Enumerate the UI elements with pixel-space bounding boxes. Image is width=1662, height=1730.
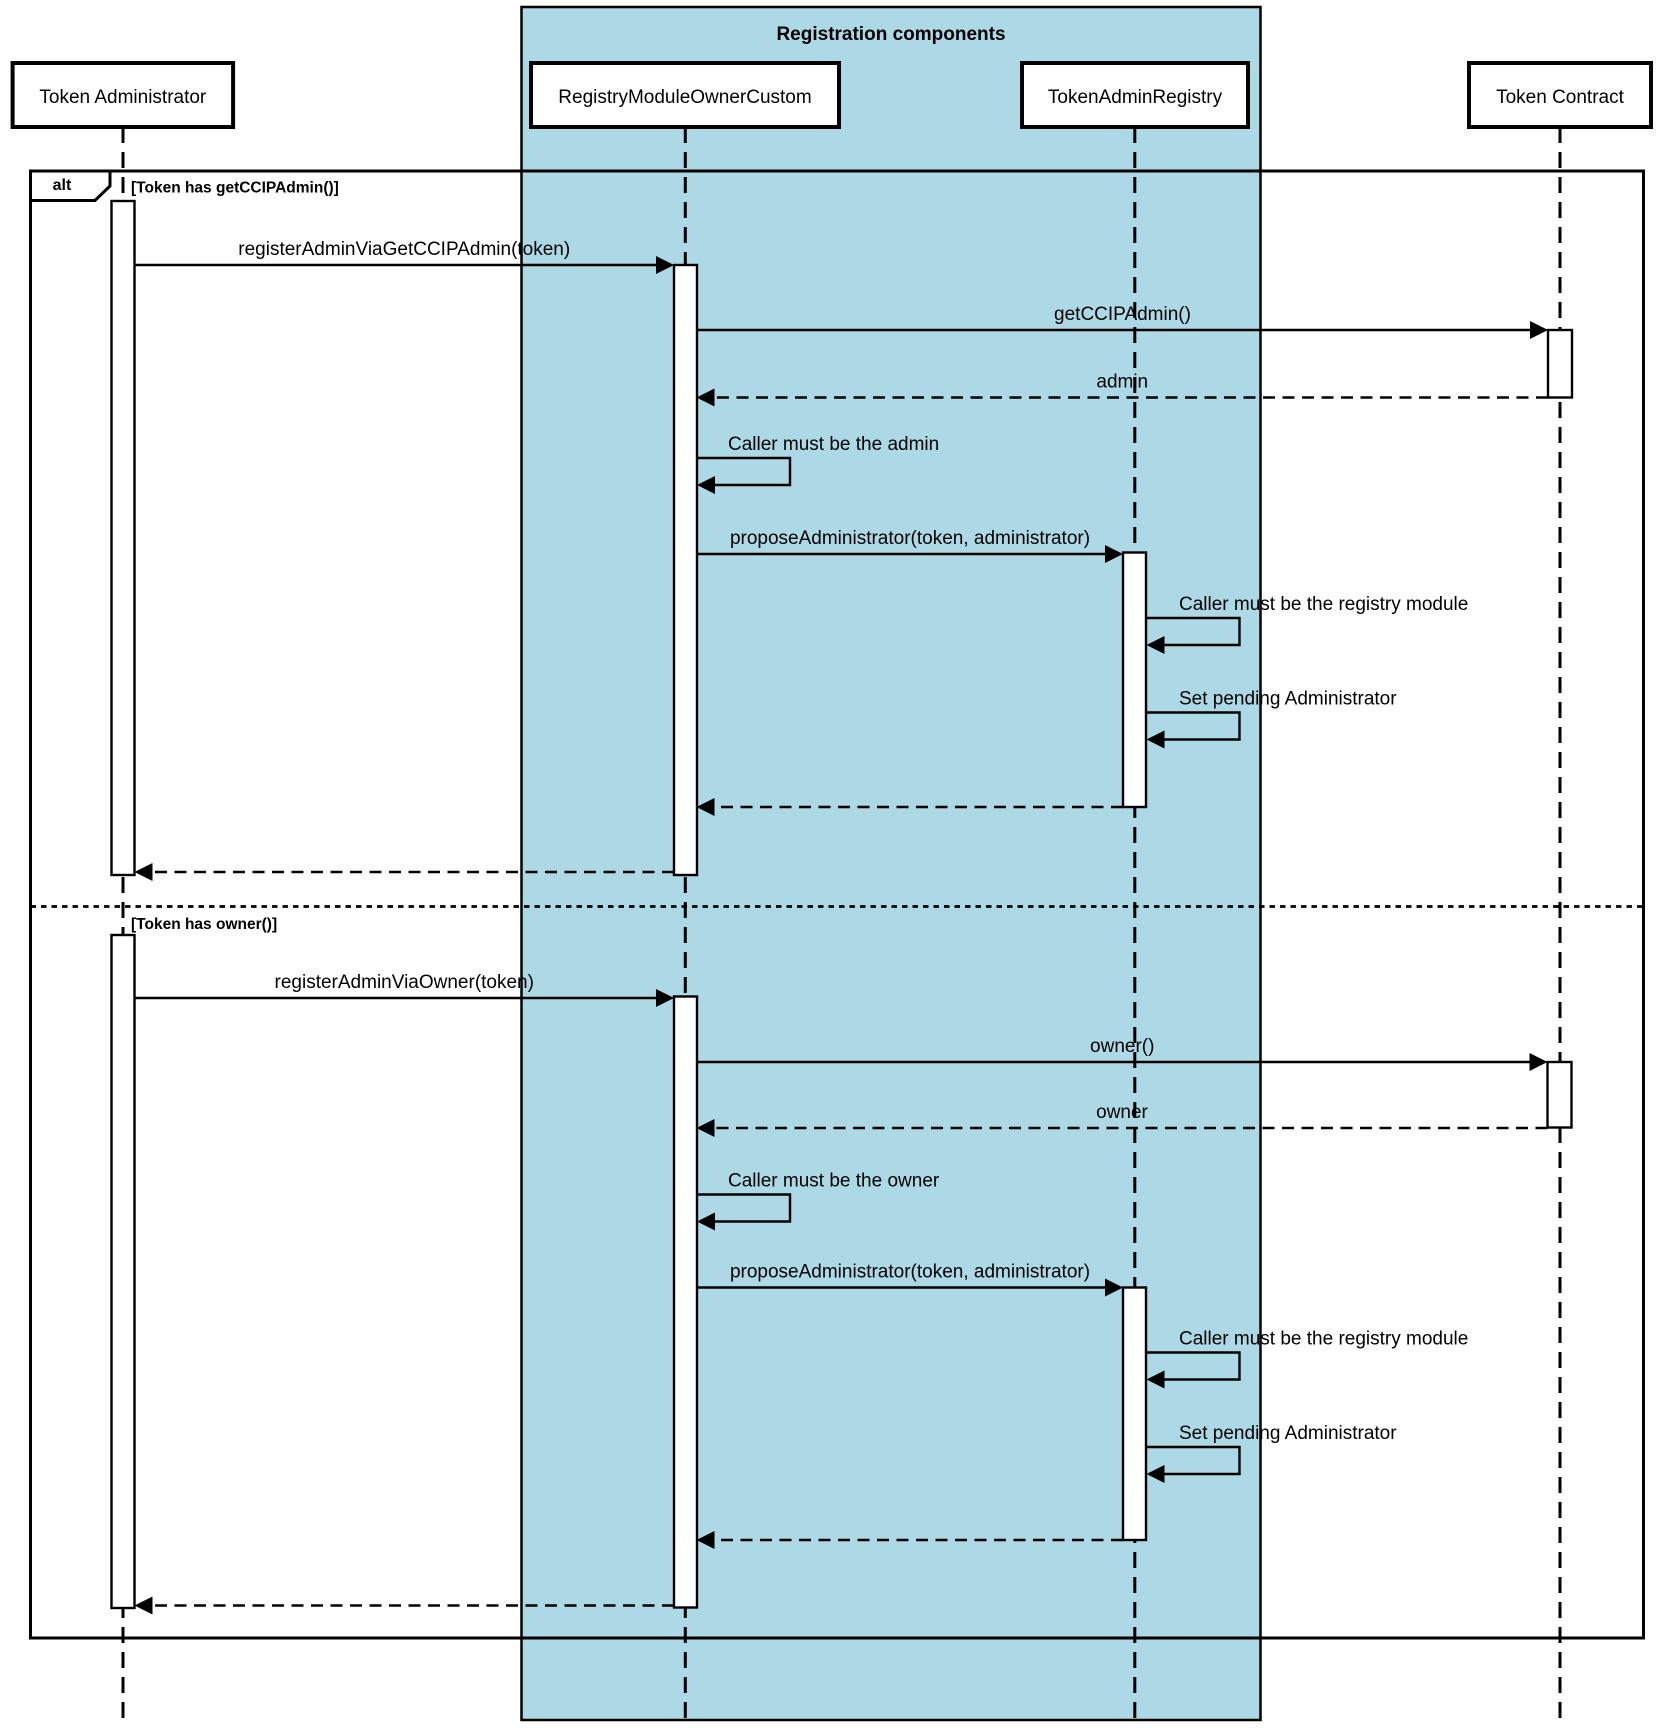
svg-text:Set pending Administrator: Set pending Administrator: [1179, 1423, 1397, 1444]
svg-text:Caller must be the admin: Caller must be the admin: [728, 434, 939, 455]
svg-text:owner: owner: [1096, 1102, 1148, 1123]
svg-text:owner(): owner(): [1090, 1036, 1154, 1057]
svg-text:Caller must be the owner: Caller must be the owner: [728, 1171, 940, 1192]
svg-text:[Token has owner()]: [Token has owner()]: [131, 916, 277, 933]
svg-text:proposeAdministrator(token, ad: proposeAdministrator(token, administrato…: [730, 1262, 1090, 1283]
svg-text:Registration components: Registration components: [776, 24, 1005, 45]
svg-text:Caller must be the registry mo: Caller must be the registry module: [1179, 1329, 1468, 1350]
svg-text:Caller must be the registry mo: Caller must be the registry module: [1179, 594, 1468, 615]
svg-text:Token Contract: Token Contract: [1496, 87, 1625, 108]
svg-text:alt: alt: [53, 177, 72, 194]
svg-text:admin: admin: [1096, 372, 1148, 393]
svg-text:TokenAdminRegistry: TokenAdminRegistry: [1048, 87, 1223, 108]
svg-text:getCCIPAdmin(): getCCIPAdmin(): [1054, 304, 1191, 325]
svg-text:registerAdminViaGetCCIPAdmin(t: registerAdminViaGetCCIPAdmin(token): [238, 239, 570, 260]
svg-text:Set pending Administrator: Set pending Administrator: [1179, 689, 1397, 710]
svg-text:RegistryModuleOwnerCustom: RegistryModuleOwnerCustom: [558, 87, 811, 108]
svg-text:registerAdminViaOwner(token): registerAdminViaOwner(token): [275, 972, 534, 993]
svg-text:proposeAdministrator(token, ad: proposeAdministrator(token, administrato…: [730, 528, 1090, 549]
svg-text:Token Administrator: Token Administrator: [39, 87, 207, 108]
svg-text:[Token has getCCIPAdmin()]: [Token has getCCIPAdmin()]: [131, 180, 339, 197]
